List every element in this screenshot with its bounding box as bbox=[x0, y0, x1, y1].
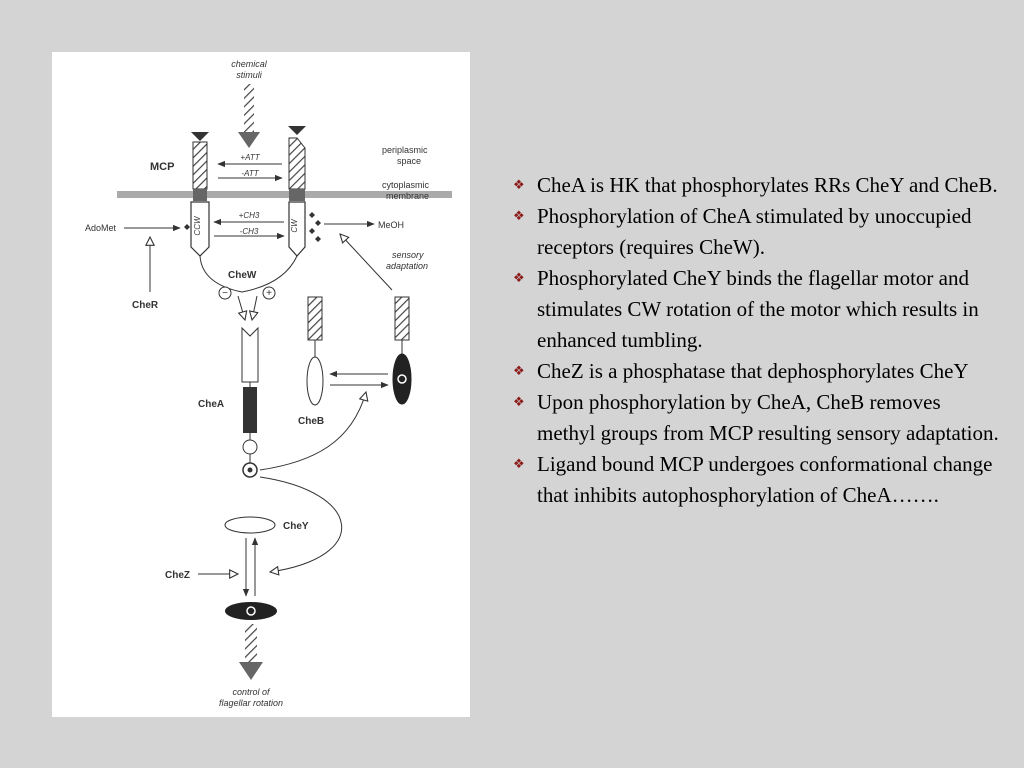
cytoplasmic-label-2: membrane bbox=[386, 191, 429, 201]
sensory-adaptation-label-1: sensory bbox=[392, 250, 424, 260]
flagellar-output-arrow bbox=[239, 624, 263, 680]
sensory-adaptation-arrow bbox=[340, 234, 393, 291]
diamond-bullet-icon: ❖ bbox=[513, 457, 525, 472]
minus-ch3-label: -CH3 bbox=[240, 227, 259, 236]
meoh-label: MeOH bbox=[378, 220, 404, 230]
bullet-item: ❖ Ligand bound MCP undergoes conformation… bbox=[511, 449, 1001, 511]
chew-arrow-right bbox=[252, 295, 257, 320]
control-flagellar-label-2: flagellar rotation bbox=[219, 698, 283, 708]
plus-regulation-icon bbox=[262, 286, 276, 300]
chew-arrow-left bbox=[237, 295, 245, 320]
chey-phosphorylated bbox=[225, 602, 277, 620]
ccw-label: CCW bbox=[193, 215, 202, 236]
mcp-receptor-right bbox=[288, 126, 306, 257]
bullet-item: ❖ Upon phosphorylation by CheA, CheB remo… bbox=[511, 387, 1001, 449]
bullet-list: ❖ CheA is HK that phosphorylates RRs CheY… bbox=[511, 170, 1001, 511]
chemotaxis-diagram-svg: chemical stimuli MCP CCW CW +ATT -ATT pe… bbox=[85, 59, 452, 708]
mcp-receptor-left bbox=[190, 132, 210, 257]
bullet-text: CheA is HK that phosphorylates RRs CheY … bbox=[537, 173, 998, 197]
chea-label: CheA bbox=[198, 399, 224, 410]
chemical-stimuli-label-1: chemical bbox=[231, 59, 268, 69]
minus-att-label: -ATT bbox=[241, 169, 259, 178]
cher-label: CheR bbox=[132, 300, 159, 311]
diamond-bullet-icon: ❖ bbox=[513, 209, 525, 224]
phosphotransfer-to-cheb-arrow bbox=[259, 392, 366, 471]
bullet-text: Phosphorylation of CheA stimulated by un… bbox=[537, 204, 972, 259]
chemical-stimuli-label-2: stimuli bbox=[236, 70, 263, 80]
phosphotransfer-to-chey-arrow bbox=[259, 476, 343, 572]
bullet-item: ❖ Phosphorylation of CheA stimulated by u… bbox=[511, 201, 1001, 263]
cheb-regulatory-domain bbox=[307, 296, 323, 341]
bullet-item: ❖ CheZ is a phosphatase that dephosphoryl… bbox=[511, 356, 1001, 387]
chemotaxis-diagram: chemical stimuli MCP CCW CW +ATT -ATT pe… bbox=[52, 52, 470, 717]
plus-ch3-label: +CH3 bbox=[239, 211, 260, 220]
bullet-item: ❖ CheA is HK that phosphorylates RRs CheY… bbox=[511, 170, 1001, 201]
mcp-label: MCP bbox=[150, 161, 174, 173]
cw-label: CW bbox=[290, 218, 299, 233]
chey-label: CheY bbox=[283, 521, 309, 532]
plus-att-label: +ATT bbox=[240, 153, 260, 162]
cytoplasmic-membrane-band bbox=[117, 191, 452, 198]
bullet-text: Upon phosphorylation by CheA, CheB remov… bbox=[537, 390, 999, 445]
adomet-label: AdoMet bbox=[85, 223, 117, 233]
chew-label: CheW bbox=[228, 270, 257, 281]
chey-unphosphorylated bbox=[224, 516, 276, 534]
cytoplasmic-label-1: cytoplasmic bbox=[382, 180, 430, 190]
chew-link bbox=[199, 255, 298, 293]
cheb-p-regulatory-domain bbox=[394, 296, 410, 341]
periplasmic-label-1: periplasmic bbox=[382, 145, 428, 155]
cheb-phosphorylated bbox=[392, 353, 412, 405]
stimuli-arrow bbox=[238, 84, 260, 148]
bullet-text: Ligand bound MCP undergoes conformationa… bbox=[537, 452, 993, 507]
bullet-text: Phosphorylated CheY binds the flagellar … bbox=[537, 266, 979, 352]
plus-sign: + bbox=[266, 288, 272, 299]
control-flagellar-label-1: control of bbox=[232, 687, 271, 697]
diamond-bullet-icon: ❖ bbox=[513, 271, 525, 286]
methyl-groups bbox=[184, 212, 321, 242]
chea-hpt-domain bbox=[242, 439, 258, 455]
bullet-text: CheZ is a phosphatase that dephosphoryla… bbox=[537, 359, 969, 383]
chea-receptor-binding-domain bbox=[241, 326, 259, 383]
diamond-bullet-icon: ❖ bbox=[513, 364, 525, 379]
chea-kinase-domain bbox=[243, 387, 257, 433]
minus-regulation-icon bbox=[218, 286, 232, 300]
diamond-bullet-icon: ❖ bbox=[513, 395, 525, 410]
chez-label: CheZ bbox=[165, 570, 190, 581]
minus-sign: − bbox=[222, 288, 228, 299]
cheb-label: CheB bbox=[298, 416, 324, 427]
bullet-item: ❖ Phosphorylated CheY binds the flagellar… bbox=[511, 263, 1001, 356]
periplasmic-label-2: space bbox=[397, 156, 421, 166]
sensory-adaptation-label-2: adaptation bbox=[386, 261, 428, 271]
diamond-bullet-icon: ❖ bbox=[513, 178, 525, 193]
cheb-methylesterase bbox=[306, 356, 324, 406]
